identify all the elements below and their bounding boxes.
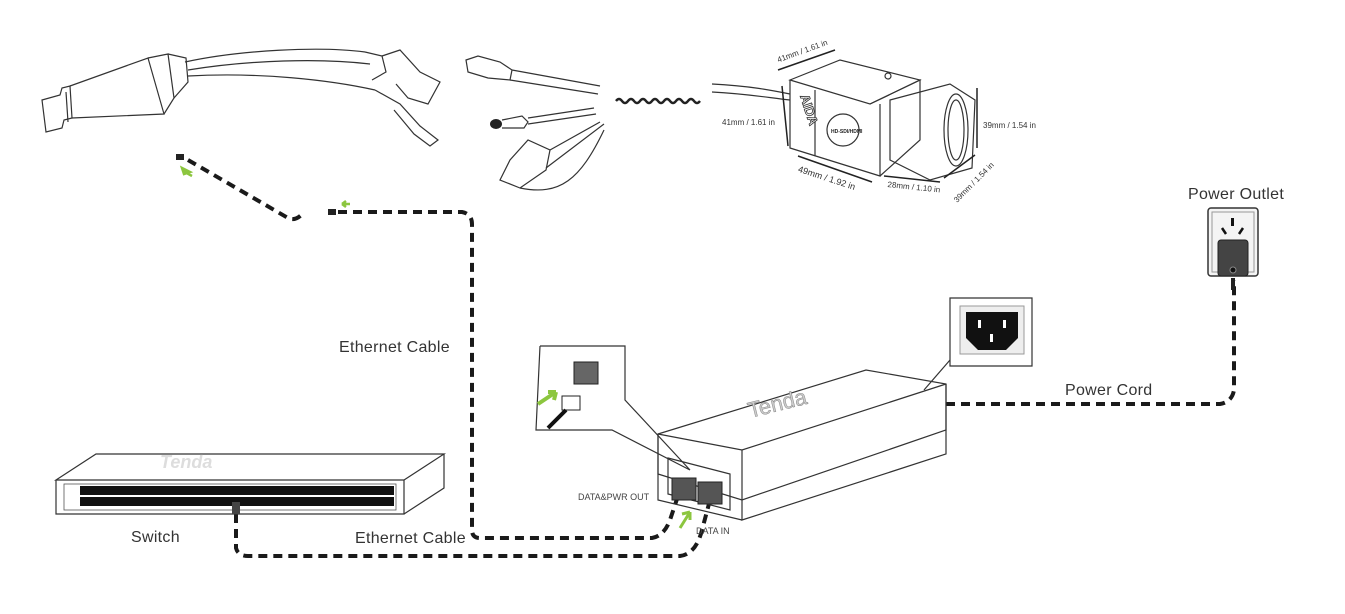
- power-outlet-label: Power Outlet: [1188, 186, 1285, 203]
- camera-illustration: AIDA HD-SDI/HDMI: [711, 49, 978, 183]
- green-arrow-icon: [341, 200, 350, 208]
- dim-side-height: 41mm / 1.61 in: [722, 118, 775, 127]
- switch-ports: [80, 486, 394, 506]
- poe-injector: Tenda: [657, 369, 947, 521]
- green-arrow-icon: [678, 510, 692, 529]
- power-socket-callout: [923, 297, 1033, 391]
- rj45-callout: [535, 345, 691, 471]
- green-arrow-icon: [179, 165, 194, 178]
- poe-splitter-illustration: [41, 48, 441, 147]
- data-pwr-out-label: DATA&PWR OUT: [578, 492, 650, 502]
- injector-brand: Tenda: [745, 384, 810, 423]
- power-cord-label: Power Cord: [1065, 382, 1153, 399]
- iec-socket-icon: [966, 312, 1018, 350]
- switch-label: Switch: [131, 529, 180, 546]
- switch-brand: Tenda: [160, 452, 212, 472]
- dim-lens-height: 39mm / 1.54 in: [983, 121, 1036, 130]
- ethernet-cable-label-bottom: Ethernet Cable: [355, 530, 466, 547]
- power-cord: [946, 280, 1236, 406]
- ethernet-cable-label-top: Ethernet Cable: [339, 339, 450, 356]
- network-switch: Tenda: [53, 452, 447, 515]
- camera-side-brand: AIDA: [797, 92, 821, 127]
- power-outlet: [1207, 207, 1259, 290]
- camera-cables-illustration: [465, 55, 701, 191]
- ethernet-cable-switch: [234, 499, 712, 558]
- camera-badge: HD-SDI/HDMI: [831, 129, 863, 135]
- data-in-label: DATA IN: [696, 526, 730, 536]
- green-arrow-icon: [536, 390, 558, 406]
- ethernet-cable-camera: [176, 154, 682, 540]
